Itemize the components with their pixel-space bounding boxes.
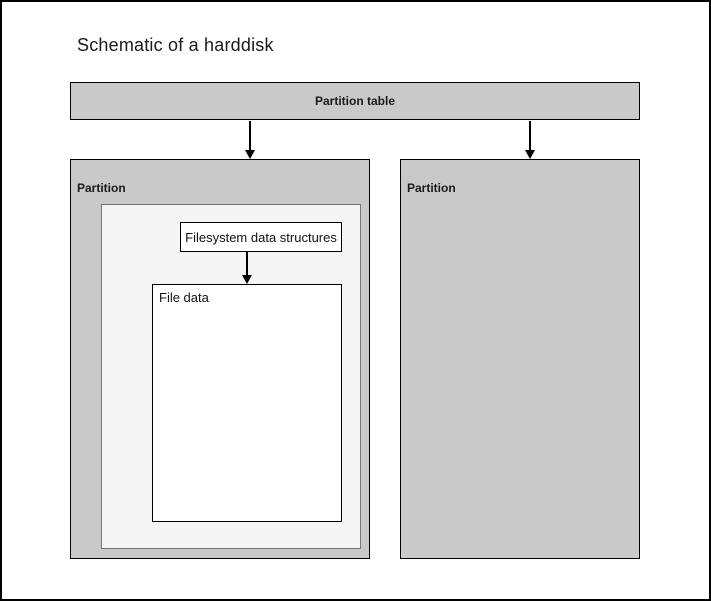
arrow-head <box>242 275 252 284</box>
left-partition-label: Partition <box>77 181 126 195</box>
arrow-head <box>245 150 255 159</box>
arrow-table-to-right-partition-icon <box>525 121 535 159</box>
arrow-table-to-left-partition-icon <box>245 121 255 159</box>
file-data-box: File data <box>152 284 342 522</box>
arrow-shaft <box>246 252 248 275</box>
arrow-shaft <box>529 121 531 150</box>
filesystem-data-structures-label: Filesystem data structures <box>185 229 337 245</box>
filesystem-data-structures-box: Filesystem data structures <box>180 222 342 252</box>
arrow-filesystem-to-filedata-icon <box>242 252 252 284</box>
partition-table-label: Partition table <box>314 94 395 108</box>
arrow-head <box>525 150 535 159</box>
right-partition-label: Partition <box>407 181 456 195</box>
left-partition-box: Partition Filesystem data structures Fil… <box>70 159 370 559</box>
arrow-shaft <box>249 121 251 150</box>
file-data-label: File data <box>159 290 209 305</box>
right-partition-box: Partition <box>400 159 640 559</box>
diagram-title: Schematic of a harddisk <box>77 35 274 55</box>
filesystem-area-box: Filesystem data structures File data <box>101 204 361 549</box>
partition-table-box: Partition table <box>70 82 640 120</box>
